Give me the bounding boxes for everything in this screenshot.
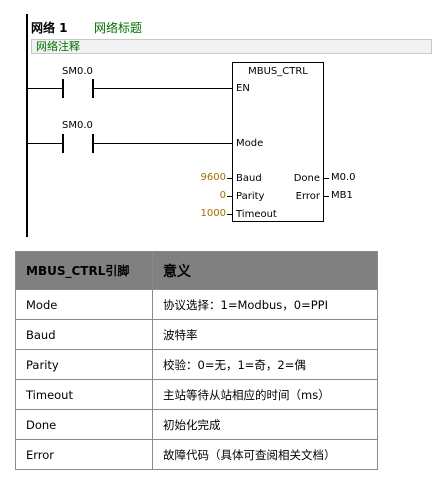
cell-meaning: 主站等待从站相应的时间（ms） [152, 379, 378, 410]
pin-baud: Baud [236, 173, 262, 184]
network-title[interactable]: 网络标题 [94, 21, 143, 35]
cell-pin: Error [15, 439, 153, 470]
cell-pin: Baud [15, 319, 153, 350]
pin-description-table: MBUS_CTRL引脚 意义 Mode 协议选择：1=Modbus，0=PPI … [15, 251, 378, 470]
baud-value[interactable]: 9600 [200, 172, 226, 183]
header-pin: MBUS_CTRL引脚 [15, 251, 153, 290]
cell-pin: Timeout [15, 379, 153, 410]
cell-meaning: 协议选择：1=Modbus，0=PPI [152, 289, 378, 320]
contact-en-label[interactable]: SM0.0 [62, 66, 93, 77]
pin-parity: Parity [236, 191, 265, 202]
rung-wire-mode-right [94, 143, 232, 144]
error-stub [324, 196, 329, 197]
ladder-diagram: 网络 1 网络标题 网络注释 SM0.0 SM0.0 MBUS_CTRL EN … [0, 0, 436, 240]
rung-wire-en-left [28, 88, 62, 89]
cell-meaning: 初始化完成 [152, 409, 378, 440]
cell-pin: Mode [15, 289, 153, 320]
pin-mode: Mode [236, 138, 264, 149]
pin-timeout: Timeout [236, 209, 277, 220]
table-row: Baud 波特率 [15, 319, 378, 350]
cell-meaning: 故障代码（具体可查阅相关文档） [152, 439, 378, 470]
power-rail [26, 14, 28, 237]
contact-en-left-bar [62, 79, 64, 98]
contact-mode-label[interactable]: SM0.0 [62, 120, 93, 131]
rung-wire-mode-left [28, 143, 62, 144]
network-label: 网络 1 [31, 21, 68, 35]
cell-meaning: 波特率 [152, 319, 378, 350]
pin-en: EN [236, 83, 250, 94]
network-comment: 网络注释 [36, 40, 80, 53]
pin-done: Done [293, 173, 320, 184]
table-row: Mode 协议选择：1=Modbus，0=PPI [15, 289, 378, 320]
mbus-ctrl-block[interactable]: MBUS_CTRL EN Mode Baud Parity Timeout Do… [232, 62, 324, 222]
contact-mode-right-bar [92, 134, 94, 153]
timeout-value[interactable]: 1000 [200, 208, 226, 219]
header-meaning: 意义 [152, 251, 378, 290]
table-row: Timeout 主站等待从站相应的时间（ms） [15, 379, 378, 410]
baud-stub [227, 178, 232, 179]
rung-wire-en-right [94, 88, 232, 89]
pin-error: Error [295, 191, 320, 202]
table-row: Error 故障代码（具体可查阅相关文档） [15, 439, 378, 470]
table-row: Done 初始化完成 [15, 409, 378, 440]
table-row: Parity 校验：0=无，1=奇，2=偶 [15, 349, 378, 380]
parity-value[interactable]: 0 [219, 190, 226, 201]
cell-meaning: 校验：0=无，1=奇，2=偶 [152, 349, 378, 380]
network-comment-field[interactable]: 网络注释 [31, 39, 432, 54]
error-output[interactable]: MB1 [331, 190, 353, 201]
block-title: MBUS_CTRL [248, 66, 308, 77]
table-header-row: MBUS_CTRL引脚 意义 [15, 251, 378, 290]
parity-stub [227, 196, 232, 197]
contact-en-right-bar [92, 79, 94, 98]
timeout-stub [227, 214, 232, 215]
cell-pin: Done [15, 409, 153, 440]
contact-mode-left-bar [62, 134, 64, 153]
done-output[interactable]: M0.0 [331, 172, 356, 183]
done-stub [324, 178, 329, 179]
cell-pin: Parity [15, 349, 153, 380]
